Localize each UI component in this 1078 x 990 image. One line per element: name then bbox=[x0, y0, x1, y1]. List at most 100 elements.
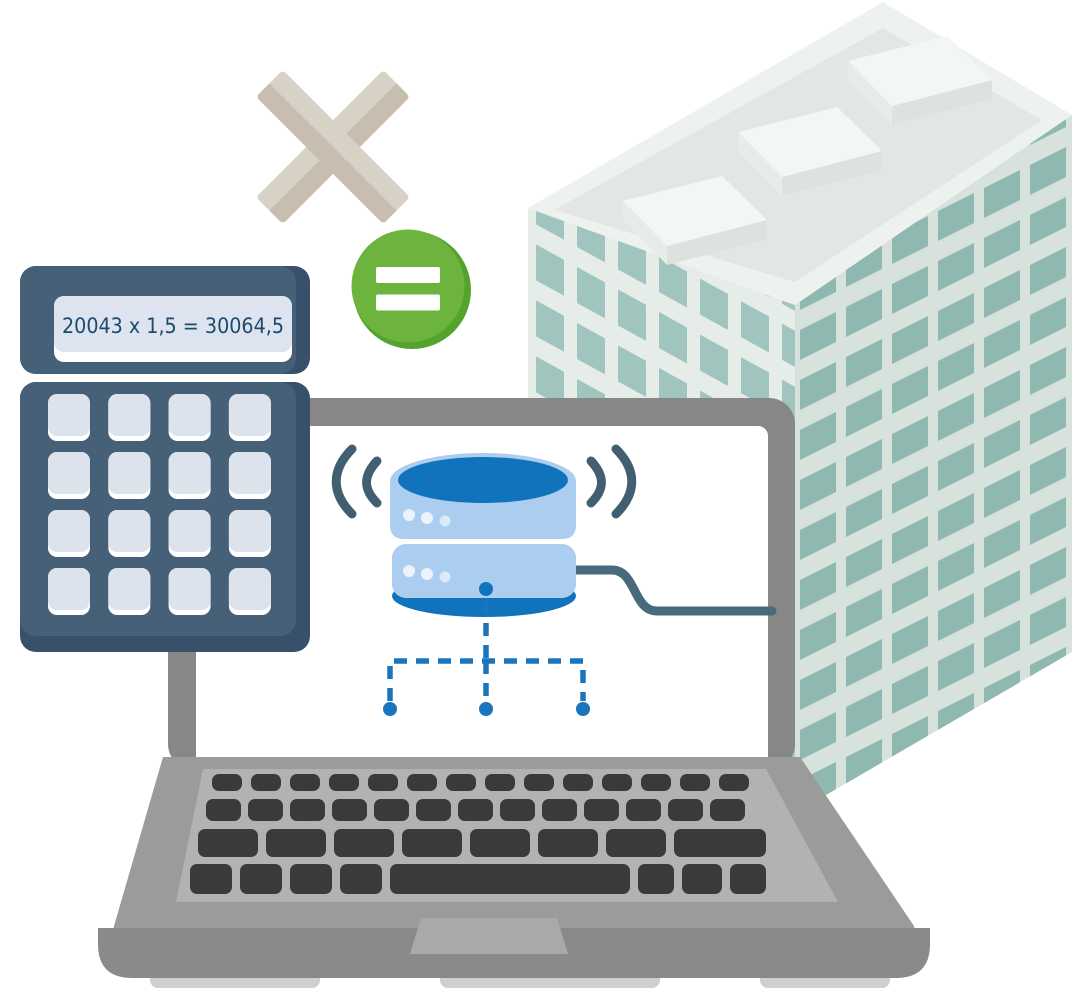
building-window bbox=[892, 766, 928, 813]
building-window bbox=[938, 293, 974, 341]
signal-arc-right-inner bbox=[586, 456, 606, 508]
roof-unit-top bbox=[738, 107, 882, 177]
signal-arc-left-inner bbox=[362, 456, 382, 508]
keyboard-key bbox=[602, 774, 632, 791]
keyboard-key bbox=[407, 774, 437, 791]
x-bar-falling bbox=[257, 71, 409, 223]
dashed-connection-tree bbox=[383, 601, 590, 716]
signal-arc-right-outer bbox=[611, 444, 637, 519]
keyboard-key bbox=[719, 774, 749, 791]
roof-unit-2 bbox=[738, 107, 882, 196]
building-window bbox=[700, 278, 728, 330]
building-window bbox=[577, 322, 605, 375]
building-window bbox=[846, 389, 882, 437]
db-upper-leds bbox=[403, 509, 451, 527]
building-window bbox=[892, 566, 928, 614]
keyboard-key bbox=[626, 799, 661, 821]
building-window bbox=[800, 662, 836, 710]
calc-button bbox=[108, 510, 151, 552]
building-window bbox=[846, 439, 882, 487]
db-top-disc bbox=[398, 457, 568, 503]
keyboard-key bbox=[251, 774, 281, 791]
building-window bbox=[938, 793, 974, 813]
keyboard-key bbox=[212, 774, 242, 791]
roof-unit-1 bbox=[623, 176, 767, 265]
calc-keypad bbox=[48, 394, 271, 615]
building-window bbox=[577, 266, 605, 319]
building-window bbox=[700, 334, 728, 386]
keyboard-key bbox=[340, 864, 382, 894]
keyboard-key bbox=[390, 864, 630, 894]
building-window bbox=[800, 512, 836, 560]
roof-unit-side bbox=[667, 220, 767, 265]
building-window bbox=[659, 256, 687, 308]
building-window bbox=[846, 639, 882, 687]
calc-display-text: 20043 x 1,5 = 30064,5 bbox=[62, 314, 284, 338]
db-lower-leds bbox=[403, 565, 451, 583]
db-led bbox=[403, 509, 415, 521]
equals-bar-bottom bbox=[376, 294, 440, 311]
calc-button bbox=[48, 394, 90, 436]
building-window bbox=[846, 339, 882, 387]
keyboard-key bbox=[332, 799, 367, 821]
building-window bbox=[800, 612, 836, 660]
keyboard-key bbox=[710, 799, 745, 821]
building-window bbox=[1030, 447, 1066, 495]
building-window bbox=[984, 20, 1020, 68]
roof-unit-top bbox=[848, 36, 992, 106]
building-window bbox=[846, 539, 882, 587]
building-window bbox=[892, 216, 928, 264]
database-icon bbox=[390, 453, 576, 617]
keyboard-key bbox=[416, 799, 451, 821]
roof-unit-side bbox=[782, 151, 882, 196]
signal-arc-left-outer bbox=[331, 444, 357, 519]
building-window bbox=[984, 770, 1020, 813]
screen-content bbox=[331, 444, 777, 716]
laptop bbox=[98, 398, 930, 988]
keyboard-key bbox=[641, 774, 671, 791]
building-window bbox=[938, 643, 974, 691]
building-window bbox=[846, 589, 882, 637]
keyboard-key bbox=[290, 864, 332, 894]
keyboard-key bbox=[458, 799, 493, 821]
calc-button bbox=[228, 452, 271, 494]
building-window bbox=[892, 816, 928, 864]
keyboard-key bbox=[563, 774, 593, 791]
calc-button bbox=[168, 568, 211, 610]
building-window bbox=[984, 220, 1020, 268]
keyboard-key bbox=[206, 799, 241, 821]
building-window bbox=[1030, 547, 1066, 595]
equals-badge-icon bbox=[351, 229, 471, 349]
building-window bbox=[1030, 797, 1066, 813]
keyboard-key bbox=[674, 829, 766, 857]
keyboard-key bbox=[485, 774, 515, 791]
building-window bbox=[741, 357, 769, 409]
building-window bbox=[1030, 747, 1066, 795]
db-lower-band bbox=[392, 544, 576, 598]
building-window bbox=[938, 843, 974, 891]
keyboard-key bbox=[329, 774, 359, 791]
building-window bbox=[1030, 197, 1066, 245]
building-window bbox=[938, 593, 974, 641]
db-led bbox=[439, 571, 451, 583]
keyboard-key bbox=[538, 829, 598, 857]
building-window bbox=[984, 170, 1020, 218]
building-window bbox=[536, 356, 564, 408]
building-window bbox=[1030, 347, 1066, 395]
db-led bbox=[421, 512, 433, 524]
building-window bbox=[800, 462, 836, 510]
building-window bbox=[984, 820, 1020, 868]
roof-unit-front bbox=[738, 132, 782, 196]
calc-button bbox=[168, 510, 211, 552]
building-window bbox=[984, 570, 1020, 618]
calc-button bbox=[48, 452, 90, 494]
keyboard-key bbox=[240, 864, 282, 894]
building-window bbox=[846, 689, 882, 737]
building-window bbox=[1030, 397, 1066, 445]
keyboard-key bbox=[334, 829, 394, 857]
keyboard-key bbox=[500, 799, 535, 821]
keyboard-key bbox=[198, 829, 258, 857]
calc-button bbox=[48, 568, 90, 610]
keyboard-key bbox=[682, 864, 722, 894]
